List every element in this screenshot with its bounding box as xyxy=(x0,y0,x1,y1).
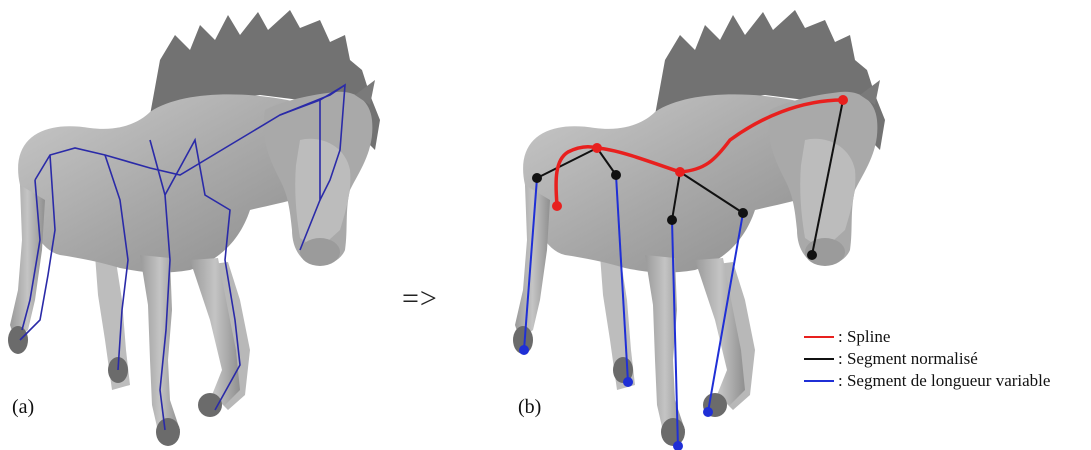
legend-label-spline: : Spline xyxy=(838,327,890,347)
legend-item-variable: : Segment de longueur variable xyxy=(804,370,1050,392)
legend-label-variable: : Segment de longueur variable xyxy=(838,371,1050,391)
legend-swatch-spline xyxy=(804,336,834,338)
panel-b-label: (b) xyxy=(518,396,541,419)
legend-item-spline: : Spline xyxy=(804,326,1050,348)
legend-item-normalized: : Segment normalisé xyxy=(804,348,1050,370)
horse-model-a xyxy=(8,10,380,446)
legend-swatch-normalized xyxy=(804,358,834,360)
legend-label-normalized: : Segment normalisé xyxy=(838,349,978,369)
legend-swatch-variable xyxy=(804,380,834,382)
panel-a-label: (a) xyxy=(12,396,34,419)
legend: : Spline : Segment normalisé : Segment d… xyxy=(804,326,1050,392)
transition-arrow: => xyxy=(402,282,438,316)
